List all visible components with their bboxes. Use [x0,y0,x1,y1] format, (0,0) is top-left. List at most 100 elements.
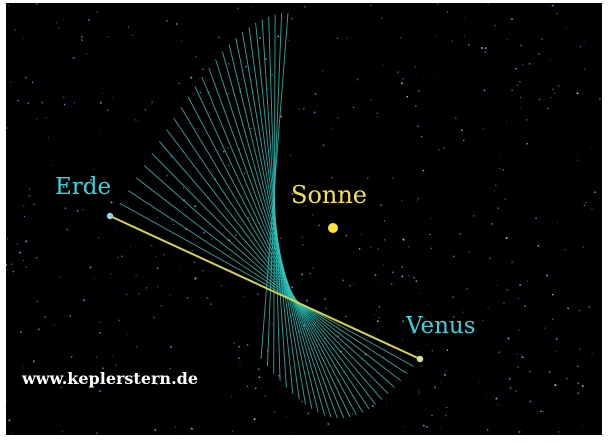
star [535,318,537,319]
star [150,244,153,247]
star [549,60,551,62]
star [567,307,570,310]
star [402,320,404,323]
star [130,246,131,248]
star [479,381,481,383]
star [203,231,206,234]
star [157,286,159,288]
star [401,338,403,340]
star [236,216,238,218]
star [494,24,496,27]
star [12,270,15,273]
star [14,29,17,31]
star [156,267,159,269]
star [251,36,253,38]
star [435,34,437,36]
star [322,144,325,147]
star [402,238,405,241]
star [359,353,361,355]
star [258,368,260,370]
star [420,135,423,138]
star [230,396,232,398]
venus-dot-icon [416,355,424,363]
star [528,63,531,65]
star [233,241,235,243]
star [371,405,374,408]
star [356,78,359,81]
star [309,272,311,275]
star [110,272,112,275]
star [178,82,181,85]
star [429,233,431,236]
star [551,4,554,7]
star [211,238,214,241]
star [289,154,292,157]
star [445,369,447,372]
star [135,345,138,348]
star [23,215,26,218]
star [166,174,168,177]
star [239,361,241,363]
star [144,109,147,111]
star [578,348,581,350]
star [505,236,508,240]
star [216,51,218,53]
star [115,364,117,366]
star [557,431,560,433]
star [446,11,448,13]
star [422,424,425,427]
star [537,244,540,247]
star [493,190,495,192]
star [193,261,196,264]
star [337,117,339,119]
star [301,236,304,239]
star [80,35,84,38]
star [280,115,283,118]
star [525,119,528,121]
star [520,44,522,47]
star [163,253,165,256]
star [76,209,79,212]
star [359,233,361,235]
star [24,76,27,79]
star [448,25,450,27]
star [400,82,403,85]
star [502,168,505,172]
star [233,342,235,345]
star [507,337,510,340]
star [22,205,25,207]
star [591,208,593,210]
star [402,77,404,80]
star [430,247,433,250]
star [258,376,261,379]
star [243,296,245,298]
star [487,3,490,4]
star [115,231,117,233]
star [521,64,524,66]
star [413,276,415,279]
star [376,285,378,287]
star [277,35,280,38]
star [370,99,373,101]
star [418,390,420,392]
star [438,148,440,151]
star [300,400,303,403]
star [99,101,102,104]
star [516,353,518,355]
star [112,354,114,357]
star [431,350,433,352]
star [35,118,38,120]
star [578,309,581,312]
star [292,431,293,433]
star [31,81,34,84]
star [325,307,327,310]
star [554,92,556,94]
star [518,329,520,331]
star [484,47,487,50]
star [33,203,36,206]
star [414,104,417,107]
star [459,121,460,123]
star [403,426,405,428]
star [259,37,261,39]
star [317,225,319,227]
